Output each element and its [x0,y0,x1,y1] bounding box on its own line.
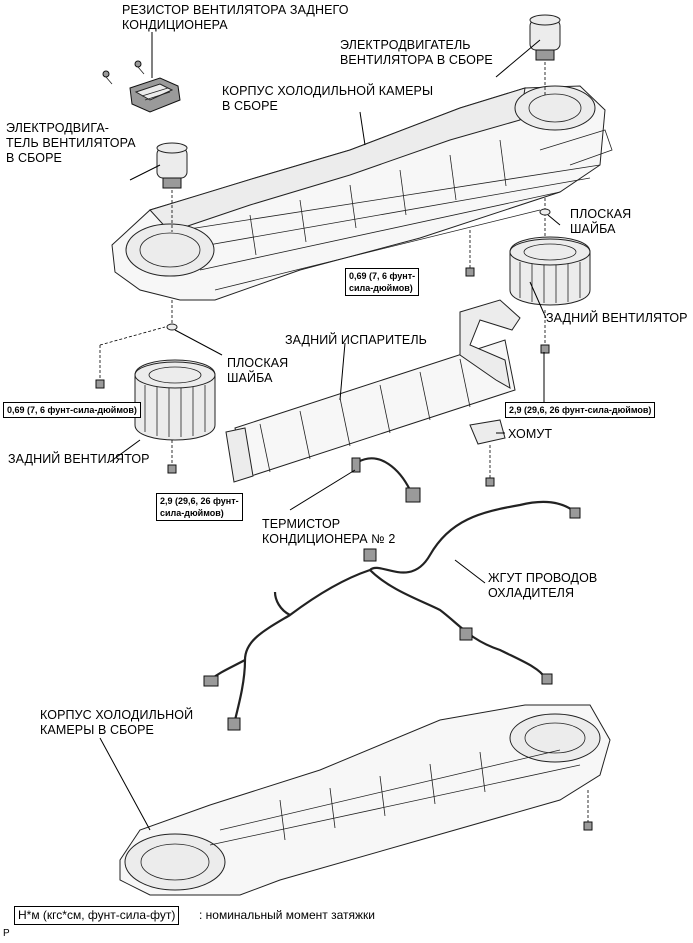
torque-left-box: 0,69 (7, 6 фунт-сила-дюймов) [3,402,141,418]
blower-motor-right [529,14,561,96]
lower-cooler-case [99,704,611,896]
rear-fan-left [95,300,216,474]
cooler-wire-harness [203,500,581,731]
legend-unit-box: Н*м (кгс*см, фунт-сила-фут) [14,906,180,925]
label-flat-washer-left: ПЛОСКАЯ ШАЙБА [227,356,289,385]
label-flat-washer-right: ПЛОСКАЯ ШАЙБА [570,207,632,236]
torque-bottom-box: 2,9 (29,6, 26 фунт- сила-дюймов) [156,493,243,521]
clamp [469,419,506,487]
rear-evaporator [225,299,521,483]
label-clamp: ХОМУТ [508,427,553,441]
label-cooler-case-top: КОРПУС ХОЛОДИЛЬНОЙ КАМЕРЫ В СБОРЕ [222,84,434,113]
label-rear-fan-left: ЗАДНИЙ ВЕНТИЛЯТОР [8,452,150,466]
blower-motor-left [156,142,188,232]
label-cooler-case-bottom: КОРПУС ХОЛОДИЛЬНОЙ КАМЕРЫ В СБОРЕ [40,708,194,737]
label-blower-motor-left: ЭЛЕКТРОДВИГА- ТЕЛЬ ВЕНТИЛЯТОРА В СБОРЕ [6,121,136,165]
legend-description: : номинальный момент затяжки [199,908,375,922]
torque-right-box: 2,9 (29,6, 26 фунт-сила-дюймов) [505,402,656,418]
label-thermistor: ТЕРМИСТОР КОНДИЦИОНЕРА № 2 [262,517,396,546]
label-cooler-harness: ЖГУТ ПРОВОДОВ ОХЛАДИТЕЛЯ [488,571,598,600]
rear-fan-right [509,198,591,402]
upper-cooler-case [111,85,613,301]
label-blower-motor-right: ЭЛЕКТРОДВИГАТЕЛЬ ВЕНТИЛЯТОРА В СБОРЕ [340,38,493,67]
torque-center-box: 0,69 (7, 6 фунт- сила-дюймов) [345,268,420,296]
label-rear-blower-resistor: РЕЗИСТОР ВЕНТИЛЯТОРА ЗАДНЕГО КОНДИЦИОНЕР… [122,3,349,32]
rear-blower-resistor [102,32,181,113]
label-rear-fan-right: ЗАДНИЙ ВЕНТИЛЯТОР [546,311,688,325]
thermistor [289,457,421,511]
label-rear-evaporator: ЗАДНИЙ ИСПАРИТЕЛЬ [285,333,427,347]
screw-center [465,230,475,277]
corner-mark: P [3,928,10,939]
